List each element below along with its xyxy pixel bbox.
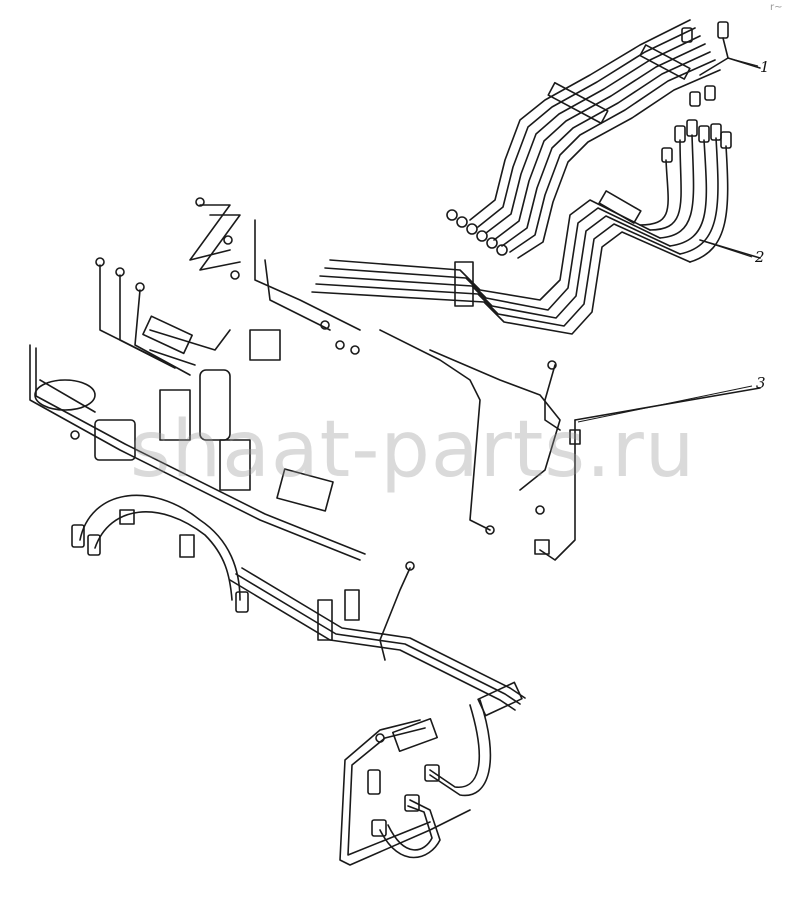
callout-label-1: 1 — [760, 58, 770, 76]
pipe-bundle-lower — [229, 561, 526, 717]
fittings-top-right — [681, 21, 761, 107]
pipe-lines-right-middle — [379, 329, 761, 561]
hoses-left-lower — [71, 494, 249, 613]
tubes-left-cluster — [95, 197, 361, 376]
nuts-row — [446, 209, 508, 256]
pipe-bundle-upper — [469, 19, 721, 259]
callout-label-2: 2 — [755, 248, 765, 266]
hoses-bottom-loop — [339, 699, 492, 866]
corner-mark: r~ — [770, 2, 783, 13]
valve-block-central — [29, 315, 366, 561]
callout-leaders — [577, 57, 759, 423]
pipe-bundle-middle — [311, 190, 691, 335]
callout-label-3: 3 — [756, 374, 766, 392]
